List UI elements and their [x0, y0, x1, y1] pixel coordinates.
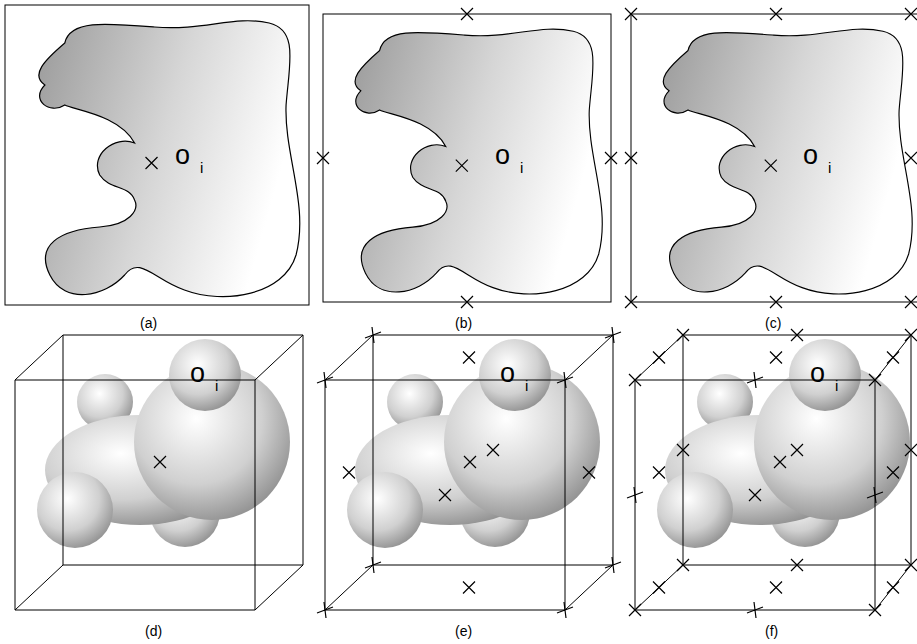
panel-label: (d) [145, 624, 162, 638]
plus-mark [557, 602, 573, 618]
bounding-cube [15, 335, 303, 610]
cross-mark [625, 296, 637, 308]
point-label: o [500, 360, 515, 387]
cross-mark [463, 582, 475, 594]
bounding-box [631, 14, 917, 302]
cross-mark [677, 329, 689, 341]
cross-mark [463, 352, 475, 364]
plus-mark [557, 372, 573, 388]
cross-mark [583, 467, 595, 479]
shape-2d [355, 29, 602, 294]
cross-mark [605, 152, 617, 164]
bounding-cube [635, 335, 911, 610]
cross-mark [905, 559, 917, 571]
point-subscript: i [520, 160, 523, 175]
cross-mark [439, 489, 451, 501]
panel-label: (a) [140, 316, 157, 330]
cross-mark [461, 8, 473, 20]
plus-mark [605, 327, 621, 343]
cross-mark [869, 604, 881, 616]
cross-mark [869, 374, 881, 386]
cross-mark [456, 160, 468, 172]
cross-mark [905, 329, 917, 341]
cross-mark [317, 152, 329, 164]
plus-mark [317, 372, 333, 388]
cross-mark [487, 444, 499, 456]
plus-mark [627, 487, 643, 503]
cross-mark [629, 374, 641, 386]
point-subscript: i [200, 160, 203, 175]
cross-mark [749, 489, 761, 501]
point-label: o [495, 142, 510, 169]
panel-label: (e) [455, 624, 472, 638]
cross-mark [677, 444, 689, 456]
cross-mark [461, 296, 473, 308]
cross-mark [677, 559, 689, 571]
point-subscript: i [828, 160, 831, 175]
point-label: o [190, 360, 205, 387]
cross-mark [791, 559, 803, 571]
plus-mark [365, 557, 381, 573]
point-label: o [810, 360, 825, 387]
plus-mark [867, 487, 883, 503]
point-subscript: i [215, 378, 218, 393]
cross-mark [625, 8, 637, 20]
plus-mark [365, 327, 381, 343]
panel-label: (f) [765, 624, 778, 638]
shape-3d [347, 339, 600, 548]
cross-mark [625, 152, 637, 164]
cross-mark [765, 160, 777, 172]
cross-mark [653, 582, 665, 594]
cross-mark [770, 296, 782, 308]
shape-3d [37, 339, 290, 548]
cross-mark [791, 329, 803, 341]
bounding-cube [325, 335, 613, 610]
cross-mark [653, 467, 665, 479]
cross-mark [905, 296, 917, 308]
cross-mark [343, 467, 355, 479]
point-label: o [175, 142, 190, 169]
point-subscript: i [525, 378, 528, 393]
cross-mark [905, 8, 917, 20]
plus-mark [605, 557, 621, 573]
shape-2d [39, 21, 300, 297]
point-label: o [803, 142, 818, 169]
cross-mark [887, 352, 899, 364]
cross-mark [653, 352, 665, 364]
bounding-box [5, 5, 309, 305]
bounding-box [323, 14, 611, 302]
cross-mark [887, 582, 899, 594]
shape-3d [657, 339, 910, 548]
panel-label: (c) [765, 316, 781, 330]
cross-mark [774, 456, 786, 468]
cross-mark [905, 152, 917, 164]
cross-mark [146, 157, 158, 169]
cross-mark [887, 467, 899, 479]
cross-mark [154, 456, 166, 468]
point-subscript: i [835, 378, 838, 393]
plus-mark [317, 602, 333, 618]
cross-mark [770, 8, 782, 20]
cross-mark [770, 582, 782, 594]
cross-mark [791, 444, 803, 456]
cross-mark [464, 456, 476, 468]
cross-mark [629, 604, 641, 616]
shape-2d [663, 29, 912, 294]
panel-label: (b) [455, 316, 472, 330]
cross-mark [905, 444, 917, 456]
plus-mark [747, 602, 763, 618]
cross-mark [770, 352, 782, 364]
plus-mark [747, 372, 763, 388]
